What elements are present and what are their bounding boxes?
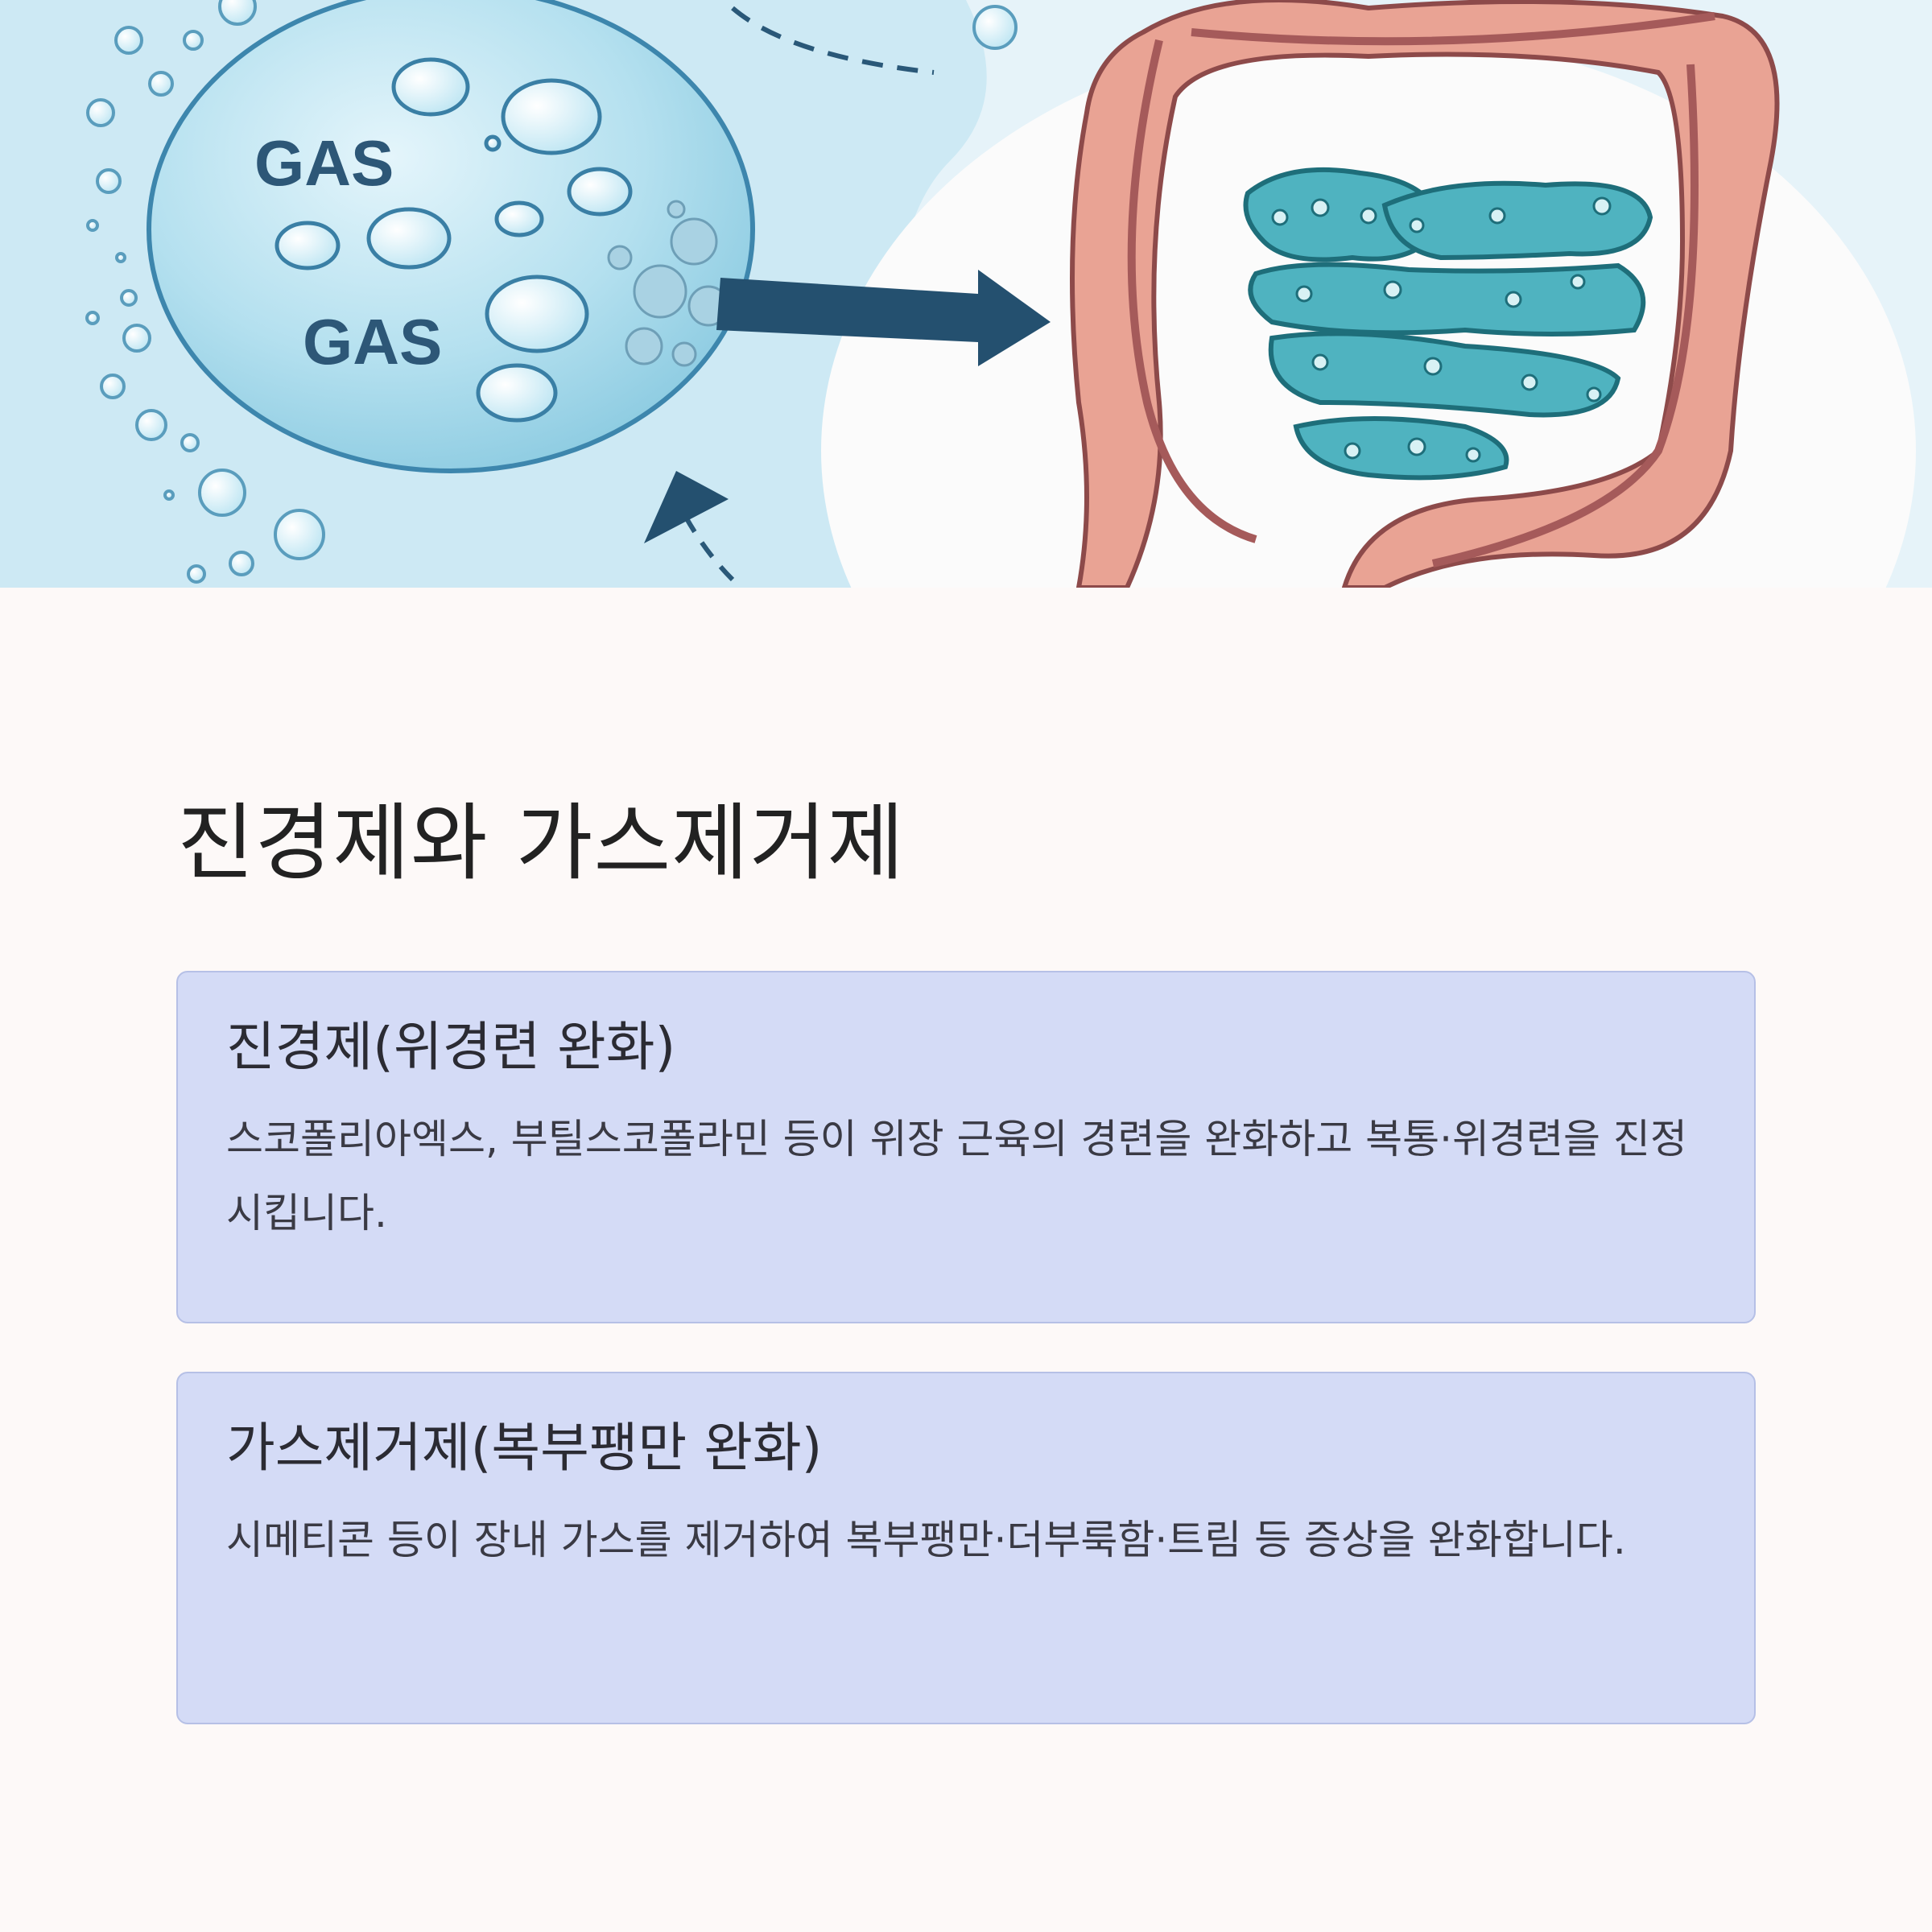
- card-antispasmodic: 진경제(위경련 완화) 스코폴리아엑스, 부틸스코폴라민 등이 위장 근육의 경…: [176, 971, 1756, 1323]
- gas-label-2: GAS: [303, 306, 442, 378]
- card-body: 시메티콘 등이 장내 가스를 제거하여 복부팽만·더부룩함·트림 등 증상을 완…: [226, 1516, 1626, 1563]
- small-bubbles: [85, 0, 1018, 584]
- hero-illustration: GAS GAS: [0, 0, 1932, 588]
- page-title: 진경제와 가스제거제: [177, 794, 906, 892]
- large-intestine: [1070, 0, 1780, 588]
- card-gas-remover: 가스제거제(복부팽만 완화) 시메티콘 등이 장내 가스를 제거하여 복부팽만·…: [176, 1372, 1756, 1724]
- gas-label-1: GAS: [254, 127, 394, 199]
- card-title: 가스제거제(복부팽만 완화): [226, 1417, 823, 1479]
- small-intestine: [1243, 167, 1653, 481]
- card-title: 진경제(위경련 완화): [226, 1016, 676, 1078]
- card-body: 스코폴리아엑스, 부틸스코폴라민 등이 위장 근육의 경련을 완화하고 복통·위…: [226, 1115, 1687, 1236]
